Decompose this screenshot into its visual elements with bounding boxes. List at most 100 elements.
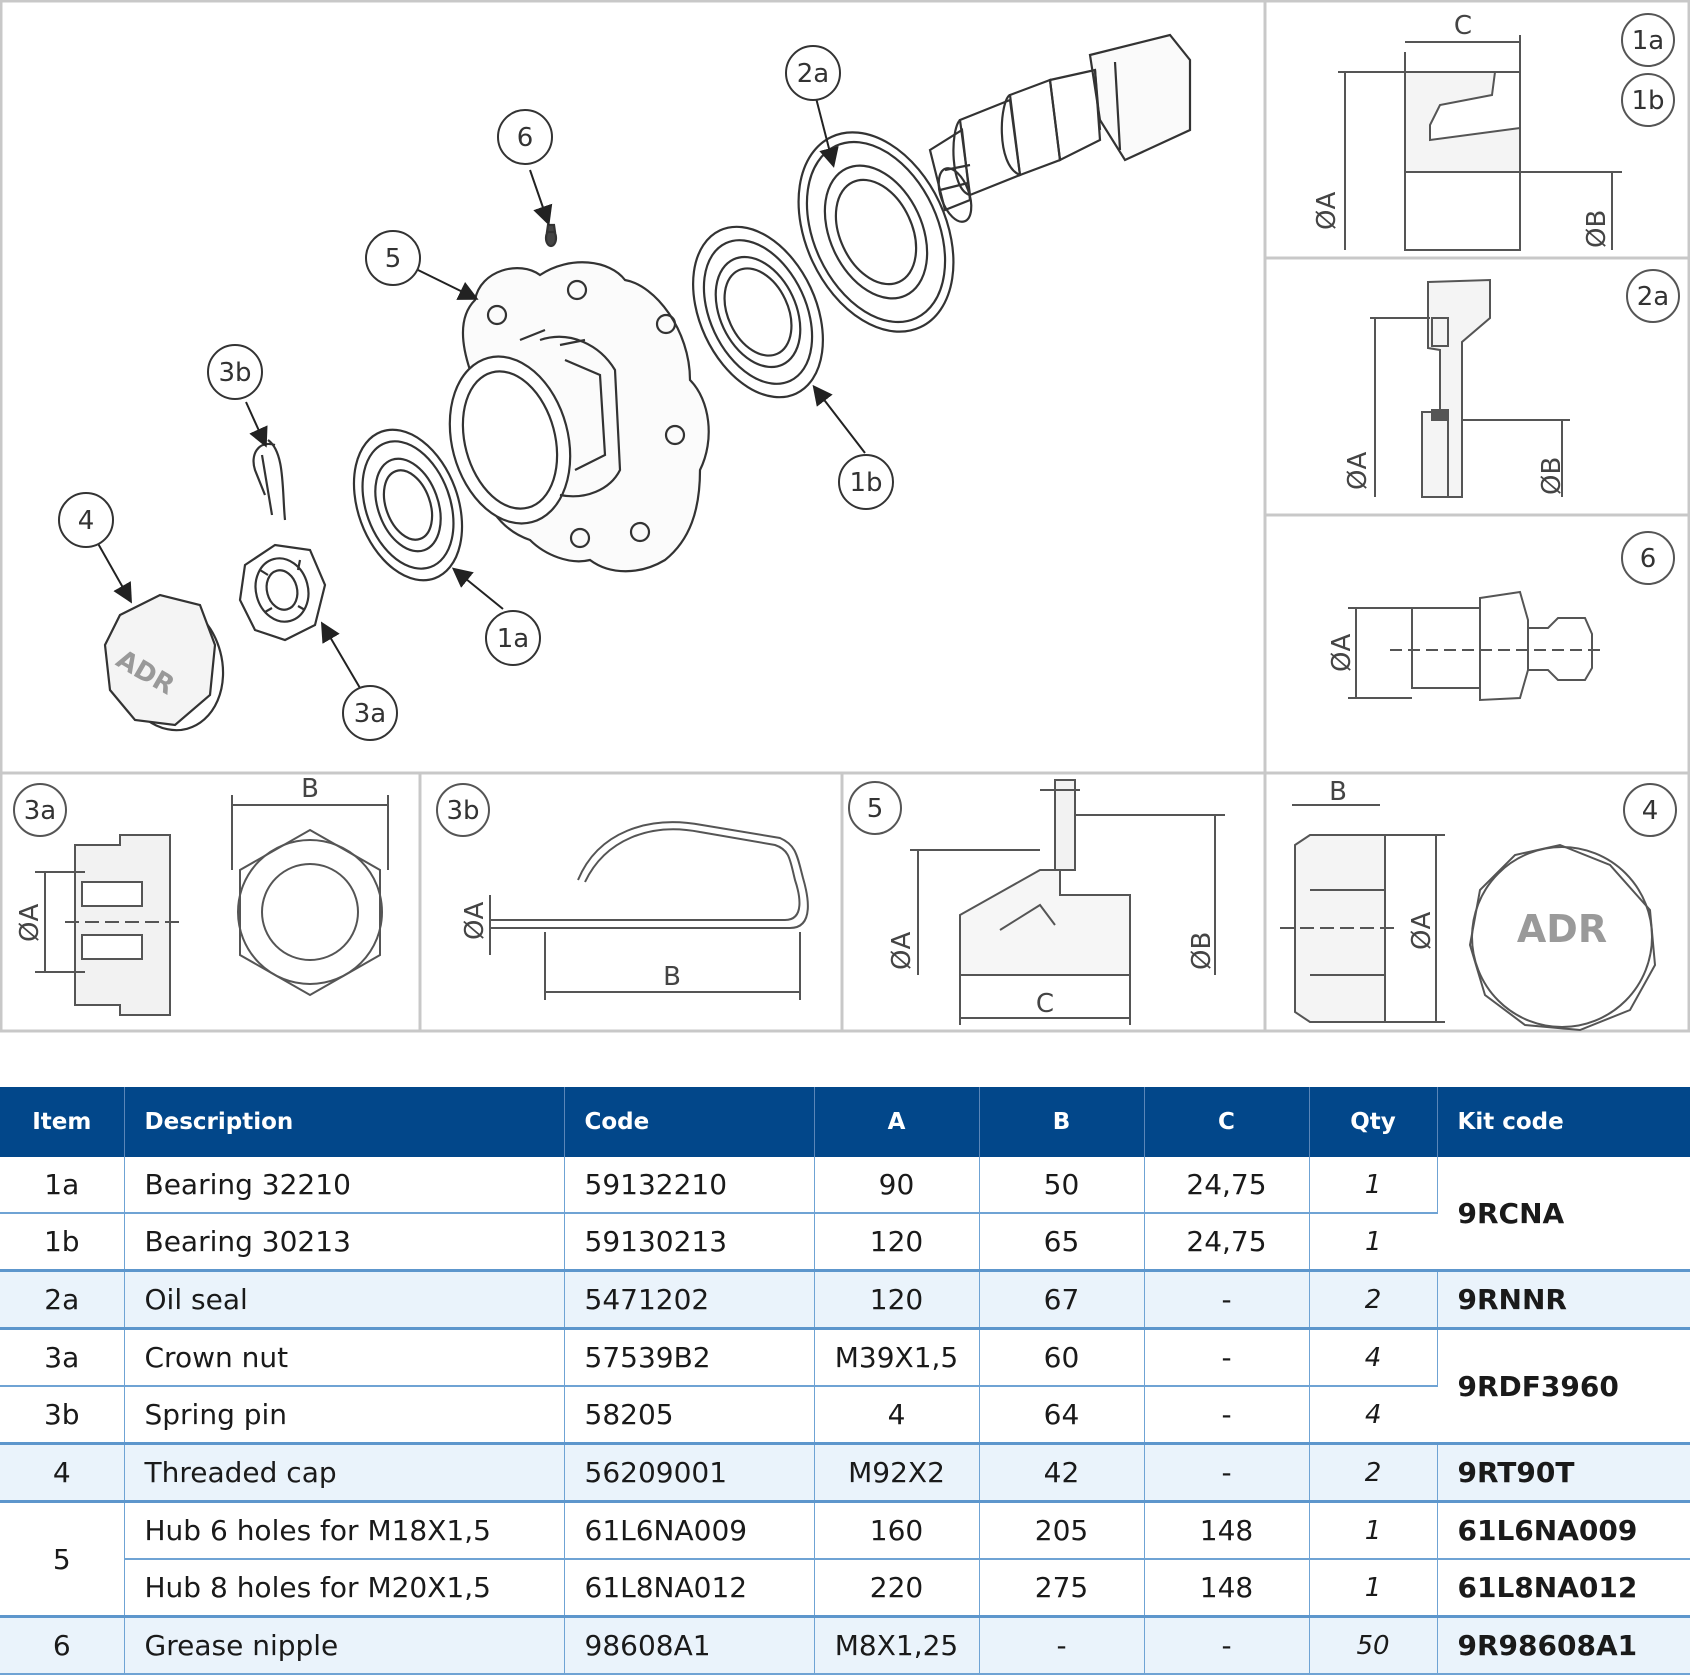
detail-callout-1b: 1b xyxy=(1631,86,1664,116)
cell-description: Oil seal xyxy=(124,1270,565,1330)
crown-nut-drawing xyxy=(238,543,327,642)
cell-a: 4 xyxy=(814,1386,980,1445)
callout-1a: 1a xyxy=(497,624,529,654)
detail-bearing xyxy=(1338,13,1675,251)
cell-c: - xyxy=(1144,1328,1310,1387)
cell-b: 60 xyxy=(979,1328,1145,1387)
cell-item: 6 xyxy=(0,1616,125,1675)
detail-nut-a: ØA xyxy=(15,904,45,942)
cell-a: M8X1,25 xyxy=(814,1616,980,1675)
cell-item: 4 xyxy=(0,1443,125,1503)
cell-c: - xyxy=(1144,1616,1310,1675)
callout-labels: 2a 6 5 3b 4 1b 1a 3a xyxy=(78,59,883,729)
cell-b: - xyxy=(979,1616,1145,1675)
cell-qty: 2 xyxy=(1309,1270,1438,1330)
callout-circles xyxy=(58,45,894,741)
cell-item: 5 xyxy=(0,1501,125,1618)
cell-description: Crown nut xyxy=(124,1328,565,1387)
cell-qty: 4 xyxy=(1309,1386,1437,1445)
detail-cap-a: ØA xyxy=(1407,912,1437,950)
header-a: A xyxy=(814,1087,980,1157)
cell-kit-code: 9R98608A1 xyxy=(1437,1616,1690,1675)
table-row: 5 Hub 6 holes for M18X1,5 61L6NA009 160 … xyxy=(0,1501,1690,1618)
detail-cap-b: B xyxy=(1329,777,1347,807)
cell-qty: 1 xyxy=(1309,1157,1438,1214)
hub-drawing xyxy=(448,261,710,573)
table-row: 1a Bearing 32210 59132210 90 50 24,75 1 … xyxy=(0,1157,1690,1272)
cell-description: Threaded cap xyxy=(124,1443,565,1503)
cell-code: 61L8NA012 xyxy=(564,1559,815,1618)
table-row: 3a Crown nut 57539B2 M39X1,5 60 - 4 9RDF… xyxy=(0,1328,1690,1445)
cell-code: 98608A1 xyxy=(564,1616,815,1675)
detail-seal-a: ØA xyxy=(1343,452,1373,490)
bearing-1b-drawing xyxy=(692,225,824,399)
detail-bearing-c: C xyxy=(1454,11,1472,41)
callout-1b: 1b xyxy=(849,468,882,498)
table-row: 6 Grease nipple 98608A1 M8X1,25 - - 50 9… xyxy=(0,1616,1690,1675)
cell-kit-code: 9RDF3960 xyxy=(1437,1328,1690,1445)
detail-pin-a: ØA xyxy=(460,902,490,940)
callout-3b: 3b xyxy=(218,358,251,388)
cell-a: 90 xyxy=(814,1157,980,1214)
cell-a: 120 xyxy=(814,1213,980,1272)
exploded-view: ADR xyxy=(58,33,1192,741)
cell-c: - xyxy=(1144,1386,1310,1445)
table-row: 3b Spring pin 58205 4 64 - 4 xyxy=(0,1386,1690,1445)
callout-2a: 2a xyxy=(797,59,829,89)
header-kit-code: Kit code xyxy=(1437,1087,1690,1157)
table-row: Hub 8 holes for M20X1,5 61L8NA012 220 27… xyxy=(0,1559,1690,1618)
cell-qty: 2 xyxy=(1309,1443,1438,1503)
cell-description: Hub 8 holes for M20X1,5 xyxy=(124,1559,565,1618)
detail-pin-b: B xyxy=(663,962,681,992)
table-row: 1b Bearing 30213 59130213 120 65 24,75 1 xyxy=(0,1213,1690,1272)
cell-c: 148 xyxy=(1144,1501,1310,1560)
table-row: 4 Threaded cap 56209001 M92X2 42 - 2 9RT… xyxy=(0,1443,1690,1503)
detail-bearing-a: ØA xyxy=(1312,192,1342,230)
callout-4: 4 xyxy=(78,506,95,536)
cell-description: Bearing 30213 xyxy=(124,1213,565,1272)
cell-c: - xyxy=(1144,1443,1310,1503)
cell-item: 3b xyxy=(0,1386,125,1445)
callout-leaders xyxy=(95,97,866,689)
cell-item: 3a xyxy=(0,1328,125,1387)
detail-bearing-b: ØB xyxy=(1582,210,1612,248)
detail-grease-nipple xyxy=(1348,531,1675,702)
cell-qty: 1 xyxy=(1309,1501,1438,1560)
threaded-cap-drawing: ADR xyxy=(103,593,225,732)
parts-table: Item Description Code A B C Qty Kit code… xyxy=(0,1087,1690,1675)
cell-b: 50 xyxy=(979,1157,1145,1214)
cell-code: 56209001 xyxy=(564,1443,815,1503)
cell-c: 148 xyxy=(1144,1559,1310,1618)
cell-item: 2a xyxy=(0,1270,125,1330)
table-header-row: Item Description Code A B C Qty Kit code xyxy=(0,1087,1690,1157)
detail-callout-3a: 3a xyxy=(24,796,56,826)
callout-3a: 3a xyxy=(354,699,386,729)
cell-kit-code: 9RT90T xyxy=(1437,1443,1690,1503)
detail-crown-nut xyxy=(13,783,389,1016)
cell-code: 57539B2 xyxy=(564,1328,815,1387)
oil-seal-drawing xyxy=(797,131,955,333)
detail-callout-6: 6 xyxy=(1640,544,1657,574)
callout-6: 6 xyxy=(517,123,534,153)
header-description: Description xyxy=(124,1087,565,1157)
technical-drawings: ADR 2a 6 5 3b 4 1 xyxy=(0,0,1690,1033)
cell-c: 24,75 xyxy=(1144,1213,1310,1272)
detail-hub-a: ØA xyxy=(887,932,917,970)
cell-a: M39X1,5 xyxy=(814,1328,980,1387)
detail-nipple-a: ØA xyxy=(1327,634,1357,672)
cell-item: 1a xyxy=(0,1157,125,1214)
cell-description: Grease nipple xyxy=(124,1616,565,1675)
cell-qty: 4 xyxy=(1309,1328,1438,1387)
spindle-drawing xyxy=(928,33,1192,223)
cell-description: Spring pin xyxy=(124,1386,565,1445)
cell-c: - xyxy=(1144,1270,1310,1330)
cell-code: 61L6NA009 xyxy=(564,1501,815,1560)
header-b: B xyxy=(979,1087,1145,1157)
cell-kit-code: 9RCNA xyxy=(1437,1157,1690,1272)
detail-nut-b: B xyxy=(301,774,319,804)
detail-callout-1a: 1a xyxy=(1632,26,1664,56)
grease-nipple-small xyxy=(544,223,558,248)
header-item: Item xyxy=(0,1087,125,1157)
detail-callout-3b: 3b xyxy=(446,796,479,826)
table-row: 2a Oil seal 5471202 120 67 - 2 9RNNR xyxy=(0,1270,1690,1330)
